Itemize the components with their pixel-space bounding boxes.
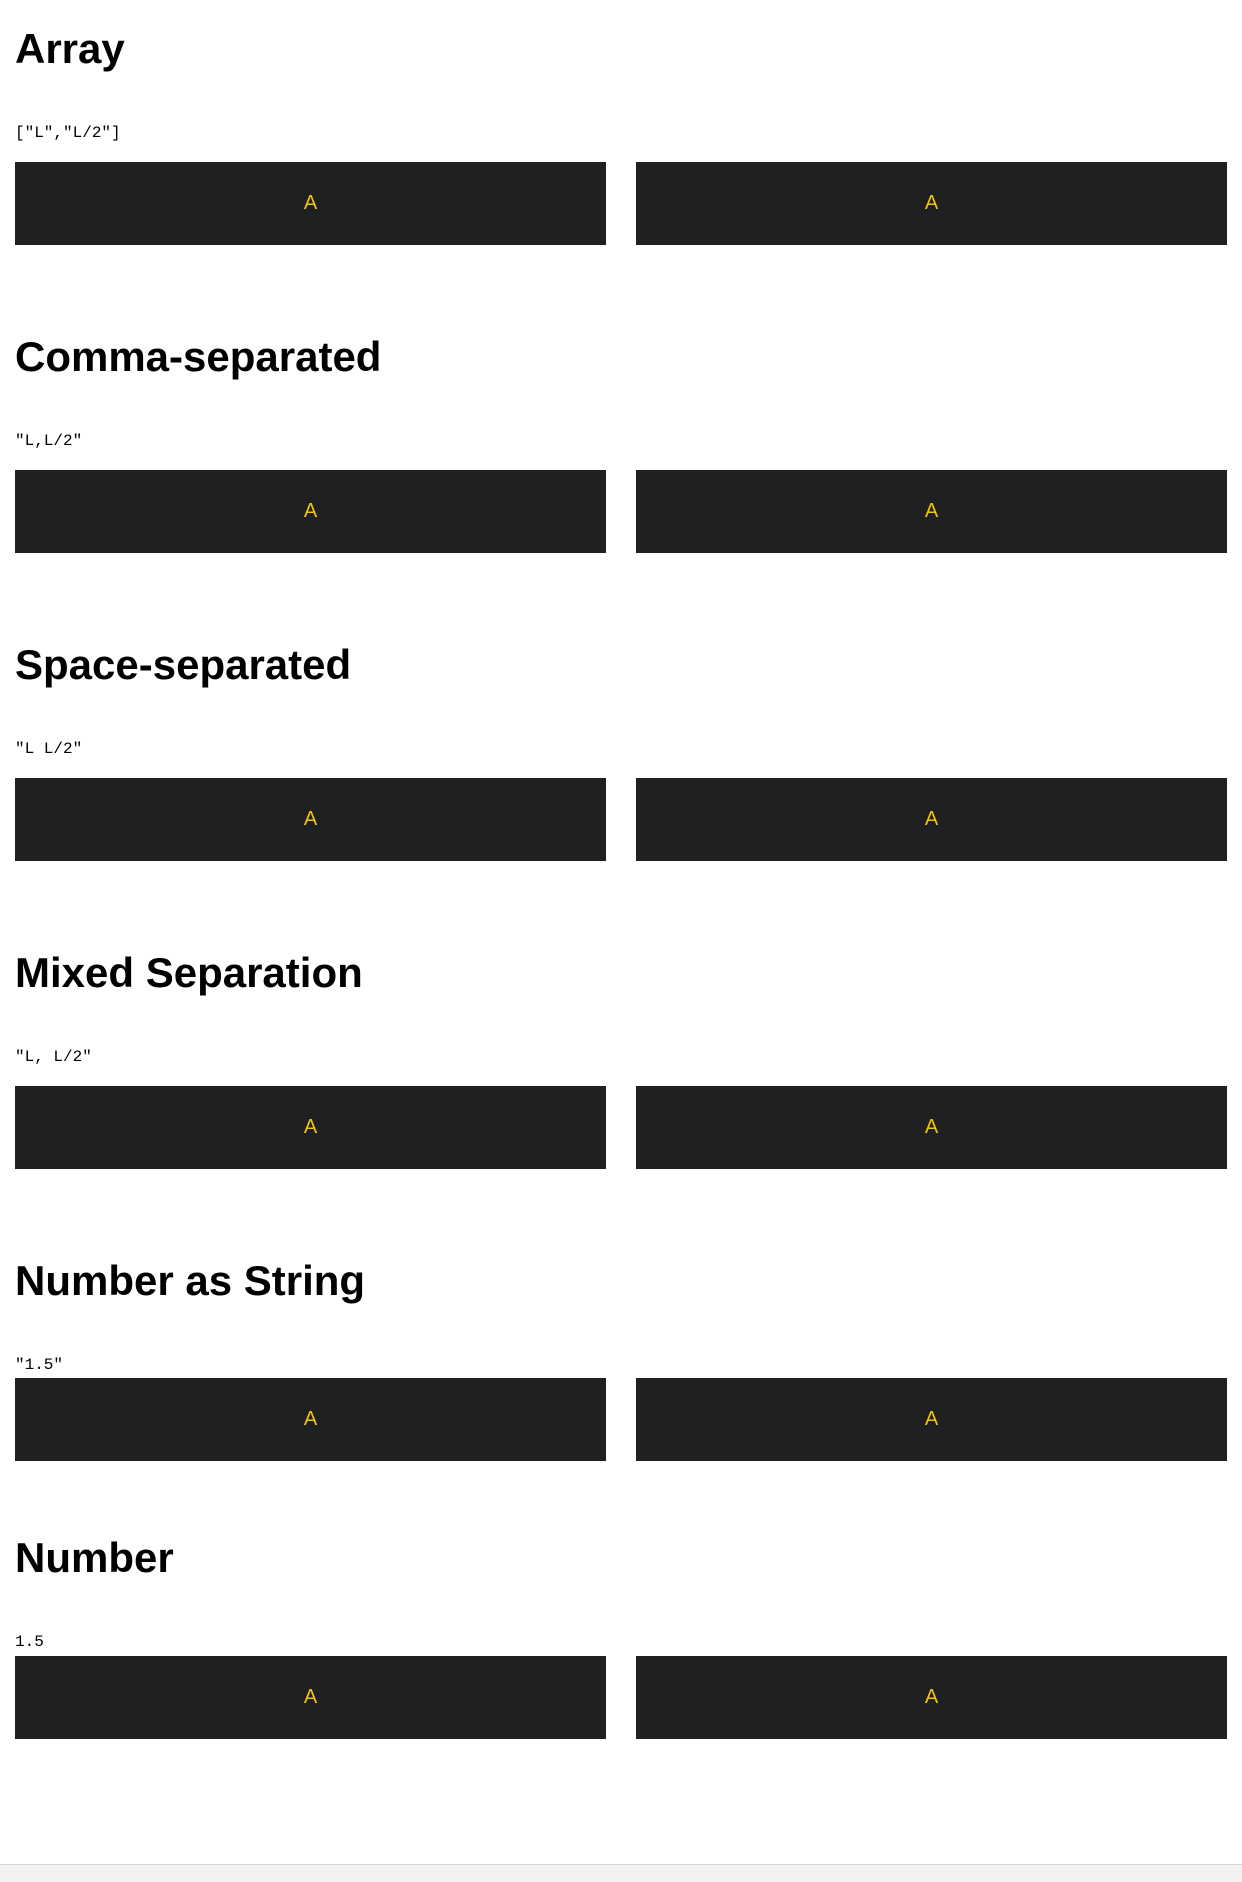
- section-title: Array: [15, 25, 125, 72]
- bottom-bar: [0, 1864, 1242, 1882]
- tile-label: A: [303, 1686, 318, 1708]
- tile-label: A: [924, 192, 939, 214]
- tile-label: A: [303, 1408, 318, 1430]
- tile-label: A: [924, 1408, 939, 1430]
- section-number-as-string: Number as String "1.5" A A: [15, 1256, 1227, 1462]
- tile-right: A: [636, 1656, 1227, 1739]
- section-value: "L, L/2": [15, 1048, 92, 1066]
- section-value: "L,L/2": [15, 432, 83, 450]
- section-title: Number: [15, 1534, 174, 1581]
- tile-left: A: [15, 1086, 606, 1169]
- section-value: ["L","L/2"]: [15, 124, 121, 142]
- section-value: "L L/2": [15, 740, 83, 758]
- tile-left: A: [15, 162, 606, 245]
- tile-label: A: [924, 808, 939, 830]
- section-comma-separated: Comma-separated "L,L/2" A A: [15, 332, 1227, 554]
- tile-right: A: [636, 470, 1227, 553]
- section-array: Array ["L","L/2"] A A: [15, 24, 1227, 246]
- tile-label: A: [303, 808, 318, 830]
- section-value: "1.5": [15, 1356, 64, 1374]
- tile-left: A: [15, 778, 606, 861]
- tile-label: A: [303, 1116, 318, 1138]
- section-title: Space-separated: [15, 641, 352, 688]
- section-title: Comma-separated: [15, 333, 382, 380]
- section-mixed-separation: Mixed Separation "L, L/2" A A: [15, 948, 1227, 1170]
- tile-right: A: [636, 162, 1227, 245]
- tile-left: A: [15, 1656, 606, 1739]
- tile-label: A: [924, 1686, 939, 1708]
- section-title: Mixed Separation: [15, 949, 363, 996]
- section-number: Number 1.5 A A: [15, 1533, 1227, 1739]
- section-value: 1.5: [15, 1633, 44, 1651]
- section-title: Number as String: [15, 1257, 366, 1304]
- tile-left: A: [15, 470, 606, 553]
- tile-label: A: [924, 500, 939, 522]
- tile-label: A: [924, 1116, 939, 1138]
- section-space-separated: Space-separated "L L/2" A A: [15, 640, 1227, 862]
- tile-label: A: [303, 192, 318, 214]
- tile-right: A: [636, 1378, 1227, 1461]
- tile-left: A: [15, 1378, 606, 1461]
- tile-right: A: [636, 1086, 1227, 1169]
- tile-label: A: [303, 500, 318, 522]
- tile-right: A: [636, 778, 1227, 861]
